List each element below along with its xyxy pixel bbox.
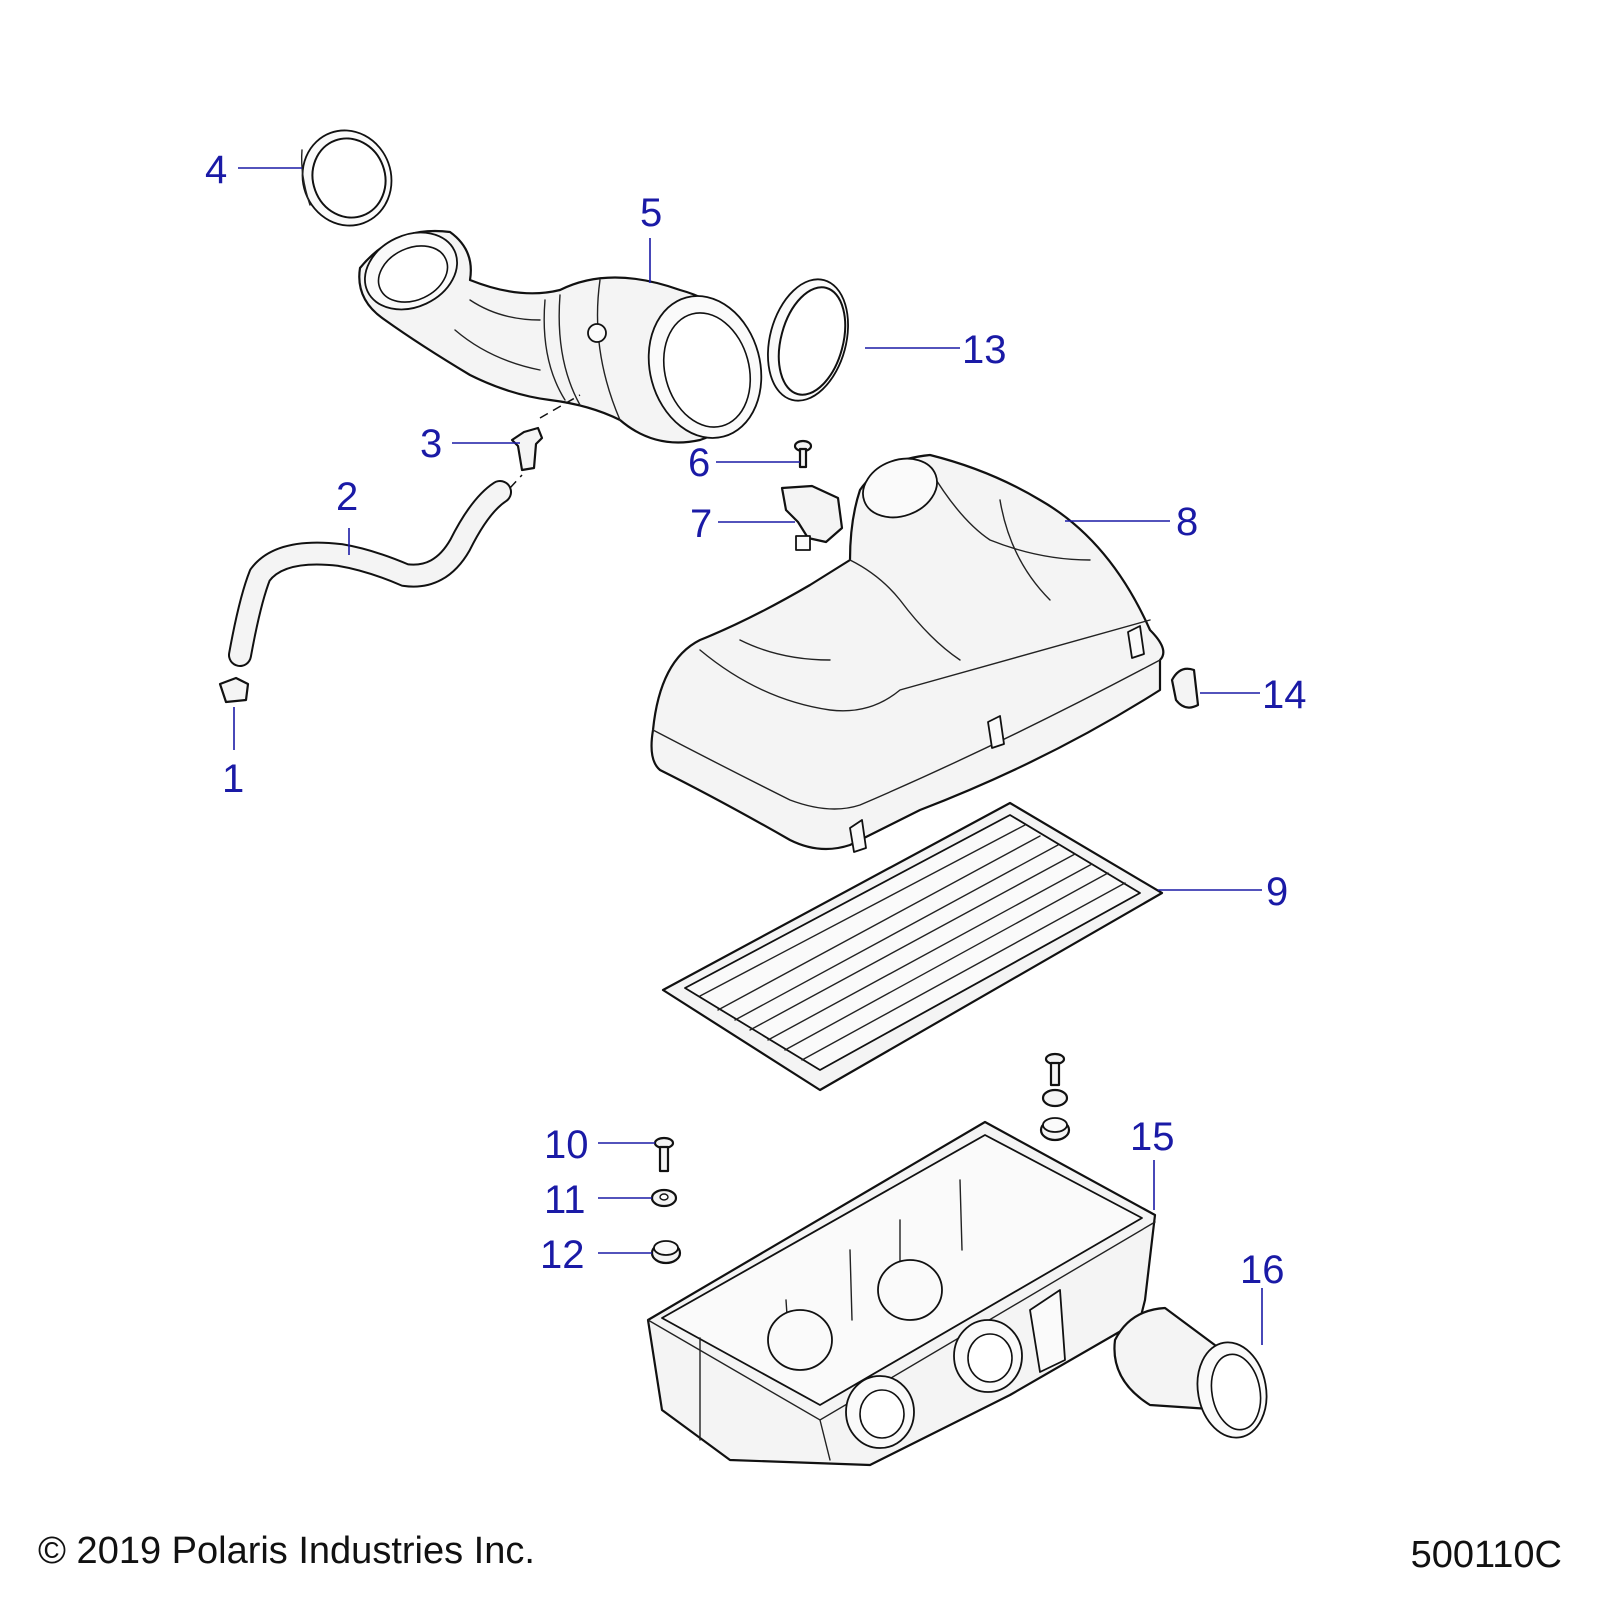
part-8-airbox-cover[interactable] [650, 449, 1165, 853]
part-16-intake-horn[interactable] [1113, 1306, 1273, 1443]
part-10-screw-left[interactable] [653, 1136, 675, 1173]
part-15-airbox-base[interactable] [646, 1120, 1157, 1467]
part-3-fitting[interactable] [510, 394, 581, 472]
callout-5: 5 [640, 191, 662, 235]
callout-13: 13 [962, 328, 1007, 372]
part-5-intake-duct[interactable] [352, 218, 776, 451]
part-2-breather-hose[interactable] [228, 474, 523, 667]
part-6-screw[interactable] [793, 439, 813, 469]
part-13-hose-clamp[interactable] [755, 270, 861, 409]
part-14-clip[interactable] [1170, 667, 1200, 709]
callout-14: 14 [1262, 673, 1307, 717]
callout-12: 12 [540, 1233, 585, 1277]
callout-4: 4 [205, 148, 227, 192]
callout-7: 7 [690, 502, 712, 546]
part-9-air-filter[interactable] [661, 801, 1164, 1092]
part-4-hose-clamp[interactable] [289, 118, 405, 238]
part-12-grommet-right[interactable] [1039, 1117, 1071, 1142]
callout-11: 11 [544, 1178, 586, 1222]
part-11-washer-right[interactable] [1041, 1088, 1069, 1108]
copyright-notice: © 2019 Polaris Industries Inc. [38, 1530, 535, 1572]
callout-9: 9 [1266, 870, 1288, 914]
callout-3: 3 [420, 422, 442, 466]
part-10-screw-right[interactable] [1044, 1052, 1066, 1087]
callout-2: 2 [336, 475, 358, 519]
part-1-cap[interactable] [218, 676, 250, 704]
part-7-sensor[interactable] [780, 484, 844, 551]
callout-16: 16 [1240, 1248, 1285, 1292]
part-12-grommet-left[interactable] [650, 1240, 682, 1265]
leader-lines [233, 167, 1263, 1345]
callout-8: 8 [1176, 500, 1198, 544]
callout-10: 10 [544, 1123, 589, 1167]
callout-1: 1 [222, 757, 244, 801]
callout-labels: 1 2 3 4 5 6 7 8 9 10 11 12 13 14 15 16 [205, 148, 1307, 1292]
callout-15: 15 [1130, 1115, 1175, 1159]
callout-6: 6 [688, 441, 710, 485]
part-11-washer-left[interactable] [650, 1188, 678, 1208]
drawing-number: 500110C [1410, 1534, 1562, 1576]
